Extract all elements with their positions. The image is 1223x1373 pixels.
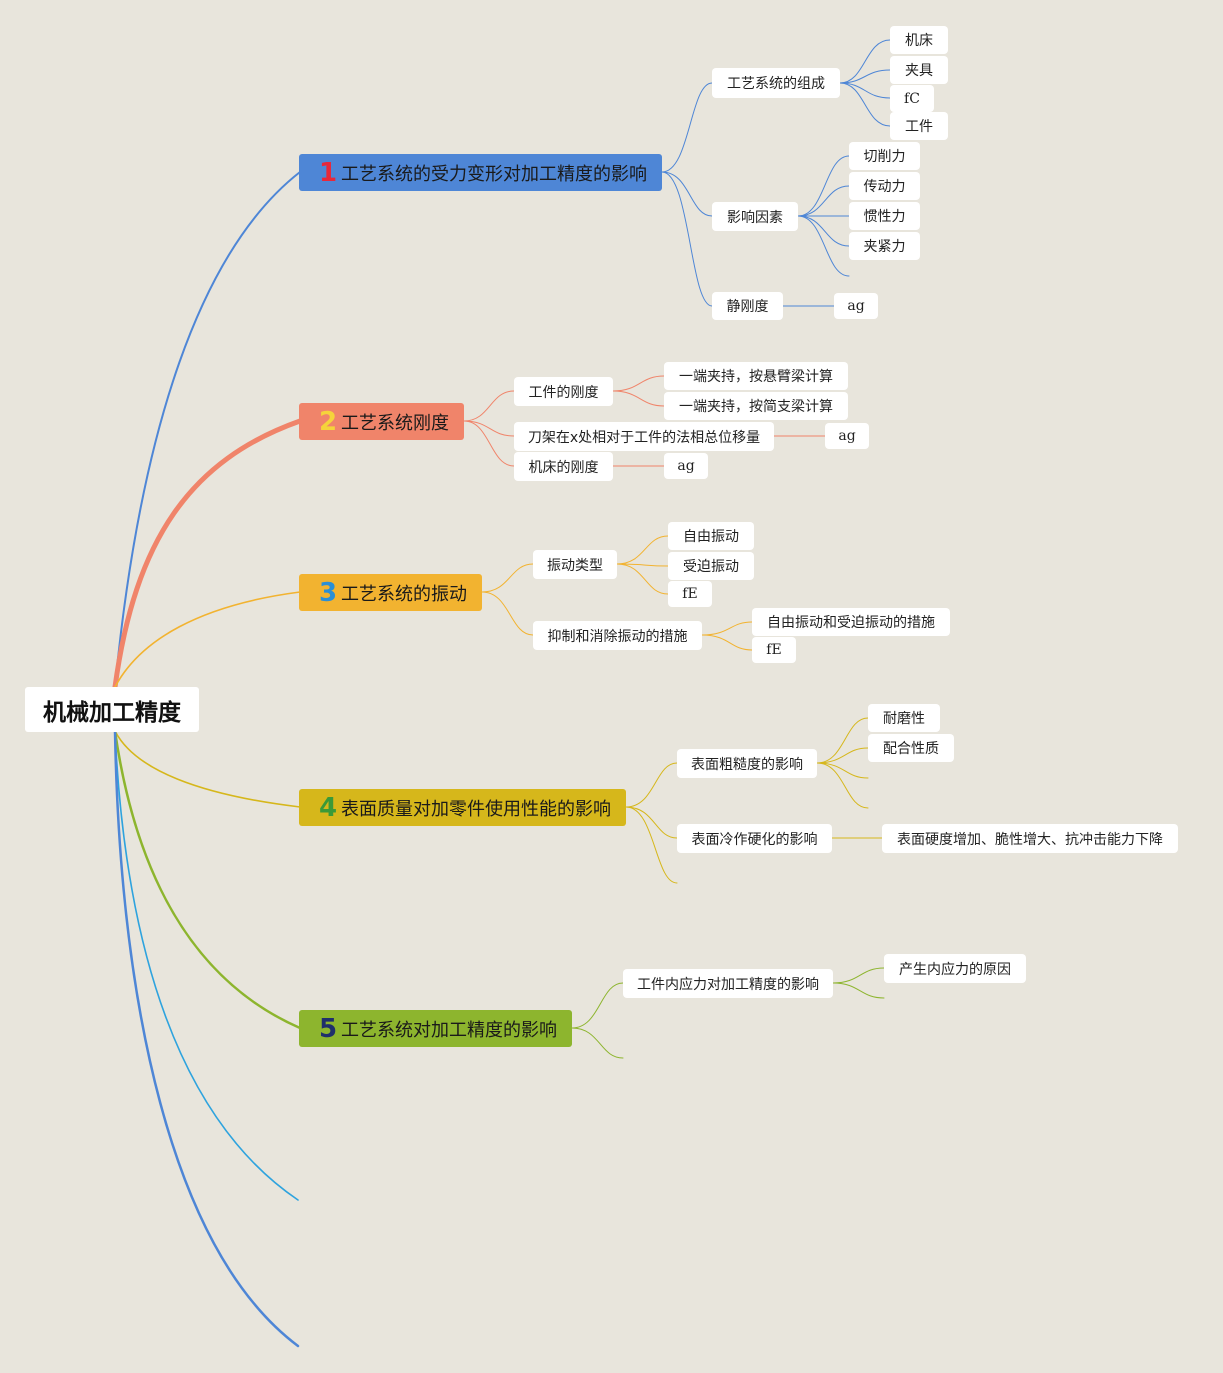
leaf-node[interactable]: fC [890, 85, 934, 112]
leaf-node[interactable]: ag [834, 293, 878, 319]
topic-label: 工艺系统刚度 [341, 412, 449, 434]
subtopic[interactable]: 影响因素 [712, 202, 798, 231]
topic-number: 3 [319, 577, 338, 608]
leaf-node[interactable]: 一端夹持，按悬臂梁计算 [664, 362, 848, 390]
leaf-node[interactable]: 表面硬度增加、脆性增大、抗冲击能力下降 [882, 824, 1178, 853]
leaf-node[interactable]: ag [664, 453, 708, 479]
leaf-node[interactable]: 惯性力 [849, 202, 920, 230]
topic-label: 工艺系统对加工精度的影响 [341, 1019, 557, 1041]
link-root-topic5 [113, 729, 302, 1030]
leaf-node[interactable]: 切削力 [849, 142, 920, 170]
subtopic[interactable]: 静刚度 [712, 292, 783, 320]
leaf-node[interactable]: 一端夹持，按简支梁计算 [664, 392, 848, 420]
subtopic[interactable]: 表面冷作硬化的影响 [677, 824, 832, 853]
link-root-topic4 [114, 730, 301, 808]
topic-number: 4 [319, 792, 338, 823]
subtopic[interactable]: 工件内应力对加工精度的影响 [623, 969, 833, 998]
leaf-node[interactable]: 配合性质 [868, 734, 954, 762]
leaf-node[interactable]: 自由振动 [668, 522, 754, 550]
leaf-node[interactable]: 自由振动和受迫振动的措施 [752, 608, 950, 636]
link-root-topic2 [112, 418, 303, 690]
topic-label: 表面质量对加零件使用性能的影响 [341, 798, 611, 820]
leaf-node[interactable]: 工件 [890, 112, 948, 140]
subtopic[interactable]: 抑制和消除振动的措施 [533, 621, 702, 650]
leaf-node[interactable]: 机床 [890, 26, 948, 54]
topic-5[interactable]: 5 工艺系统对加工精度的影响 [299, 1010, 572, 1047]
link-root-extra-cyan [114, 730, 299, 1201]
link-root-topic3 [114, 591, 301, 688]
topic-number: 5 [319, 1013, 338, 1044]
leaf-node[interactable]: fE [752, 637, 796, 663]
subtopic[interactable]: 刀架在x处相对于工件的法相总位移量 [514, 422, 774, 451]
topic-number: 2 [319, 406, 338, 437]
subtopic[interactable]: 工件的刚度 [514, 377, 613, 406]
leaf-node[interactable]: 受迫振动 [668, 552, 754, 580]
topic-3[interactable]: 3 工艺系统的振动 [299, 574, 482, 611]
link-root-extra-blue [113, 729, 300, 1348]
leaf-node[interactable]: ag [825, 423, 869, 449]
topic-label: 工艺系统的振动 [341, 583, 467, 605]
link-root-topic1 [114, 171, 301, 688]
leaf-node[interactable]: 夹紧力 [849, 232, 920, 260]
leaf-node[interactable]: 传动力 [849, 172, 920, 200]
leaf-node[interactable]: 夹具 [890, 56, 948, 84]
subtopic[interactable]: 机床的刚度 [514, 452, 613, 481]
topic-4[interactable]: 4 表面质量对加零件使用性能的影响 [299, 789, 626, 826]
leaf-node[interactable]: 耐磨性 [868, 704, 940, 732]
root-topic[interactable]: 机械加工精度 [25, 687, 199, 732]
topic-1[interactable]: 1 工艺系统的受力变形对加工精度的影响 [299, 154, 662, 191]
topic-number: 1 [319, 157, 338, 188]
subtopic[interactable]: 表面粗糙度的影响 [677, 749, 817, 778]
topic-label: 工艺系统的受力变形对加工精度的影响 [341, 163, 647, 185]
subtopic[interactable]: 振动类型 [533, 550, 617, 579]
leaf-node[interactable]: fE [668, 581, 712, 607]
subtopic[interactable]: 工艺系统的组成 [712, 68, 840, 98]
topic-2[interactable]: 2 工艺系统刚度 [299, 403, 464, 440]
leaf-node[interactable]: 产生内应力的原因 [884, 954, 1026, 983]
